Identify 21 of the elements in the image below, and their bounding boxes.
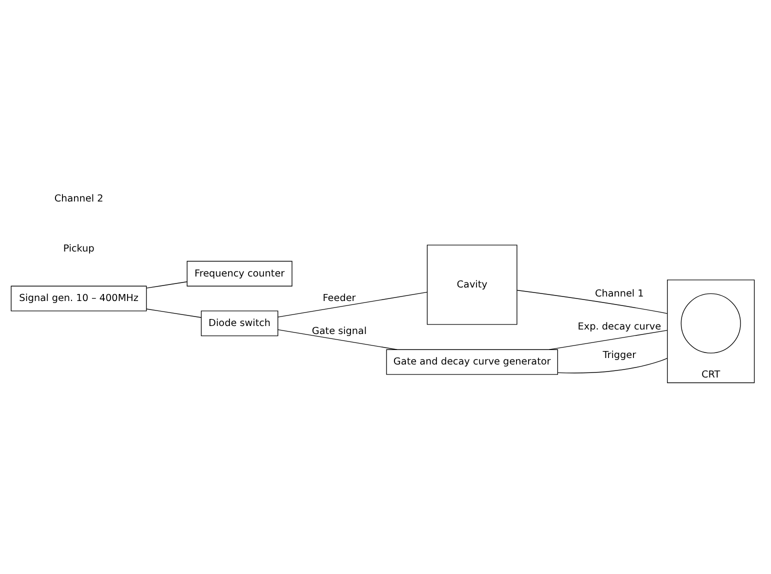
connector [516, 289, 668, 314]
edge-label: Exp. decay curve [578, 321, 662, 332]
connector [557, 357, 668, 373]
label: Pickup [63, 242, 94, 254]
node-box: Signal gen. 10 – 400MHz [10, 285, 147, 311]
node-box: Frequency counter [186, 260, 292, 286]
node-box: Cavity [426, 244, 518, 324]
connector [146, 280, 188, 288]
cluster: CRT [667, 279, 755, 383]
node-box: Gate and decay curve generator [386, 348, 558, 374]
connector [278, 291, 428, 317]
edge-label: Trigger [602, 350, 636, 361]
edge-label: Feeder [322, 292, 356, 304]
edge-label: Gate signal [312, 325, 367, 336]
connector [146, 308, 202, 318]
connector [548, 330, 668, 350]
edge-label: Channel 1 [594, 288, 644, 300]
label: Channel 2 [54, 193, 104, 204]
node-box: Diode switch [200, 310, 278, 336]
connector [278, 328, 398, 350]
node-circle [680, 292, 741, 353]
